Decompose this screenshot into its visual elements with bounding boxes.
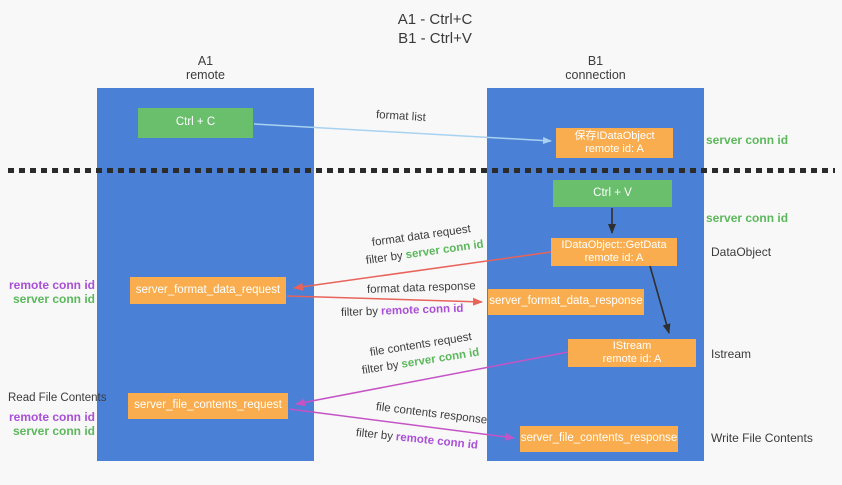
lane-a1-name: A1: [197, 54, 214, 68]
node-ctrl-c-label: Ctrl + C: [175, 116, 216, 129]
label-remote-conn-id-left-1: remote conn id: [8, 278, 95, 292]
remote-conn-id-text: remote conn id: [380, 302, 464, 318]
node-format-response-label: server_format_data_response: [489, 295, 643, 308]
label-file-contents-response: file contents response: [375, 401, 488, 427]
node-ctrl-c: Ctrl + C: [138, 108, 253, 138]
label-dataobject: DataObject: [711, 245, 772, 259]
lane-header-b1: B1 connection: [487, 54, 704, 82]
title-line-1: A1 - Ctrl+C: [397, 11, 473, 28]
conn-id-pair-file: remote conn id server conn id: [0, 410, 95, 438]
label-server-conn-id-left-1: server conn id: [12, 292, 95, 306]
node-server-format-data-request: server_format_data_request: [130, 277, 286, 304]
title-line-2: B1 - Ctrl+V: [398, 30, 472, 47]
label-server-conn-id-left-2: server conn id: [12, 424, 95, 438]
node-server-file-contents-request: server_file_contents_request: [128, 393, 288, 419]
filter-by-text: filter by: [340, 305, 379, 319]
node-file-request-label: server_file_contents_request: [134, 399, 282, 412]
node-ctrl-v-label: Ctrl + V: [593, 186, 632, 199]
label-format-data-response: format data response: [366, 280, 476, 296]
node-save-idataobject: 保存IDataObject remote id: A: [556, 128, 673, 158]
label-format-list: format list: [375, 109, 427, 125]
diagram-title: A1 - Ctrl+C B1 - Ctrl+V: [14, 10, 842, 48]
node-server-file-contents-response: server_file_contents_response: [520, 426, 678, 452]
arrow-format-data-response: [286, 295, 483, 306]
node-server-format-data-response: server_format_data_response: [488, 289, 644, 315]
node-save-idataobject-line2: remote id: A: [585, 143, 644, 155]
node-istream-line1: IStream: [612, 339, 652, 352]
lane-header-a1: A1 remote: [97, 54, 314, 82]
filter-by-text: filter by: [361, 359, 400, 377]
node-getdata-line1: IDataObject::GetData: [561, 238, 667, 251]
lane-a1-subtitle: remote: [186, 68, 225, 82]
filter-by-text: filter by: [355, 427, 394, 443]
label-write-file-contents: Write File Contents: [711, 431, 813, 445]
node-getdata-line2: remote id: A: [584, 252, 644, 264]
label-remote-conn-id-left-2: remote conn id: [8, 410, 95, 424]
lane-b1-name: B1: [587, 54, 604, 68]
conn-id-pair-format: remote conn id server conn id: [0, 278, 95, 306]
filter-by-text: filter by: [365, 249, 404, 267]
node-ctrl-v: Ctrl + V: [553, 180, 672, 207]
node-save-idataobject-line1: 保存IDataObject: [574, 129, 655, 142]
node-idataobject-getdata: IDataObject::GetData remote id: A: [551, 238, 677, 266]
node-istream: IStream remote id: A: [568, 339, 696, 367]
label-read-file-contents: Read File Contents: [8, 392, 107, 404]
label-server-conn-id-top-right: server conn id: [706, 133, 789, 147]
label-istream: Istream: [711, 347, 752, 361]
label-server-conn-id-mid-right: server conn id: [706, 211, 789, 225]
node-istream-line2: remote id: A: [602, 353, 662, 365]
dotted-separator-line: [8, 168, 835, 173]
remote-conn-id-text: remote conn id: [395, 431, 479, 452]
node-format-request-label: server_format_data_request: [135, 283, 281, 296]
node-file-response-label: server_file_contents_response: [520, 432, 678, 445]
lane-b1-subtitle: connection: [565, 68, 626, 82]
